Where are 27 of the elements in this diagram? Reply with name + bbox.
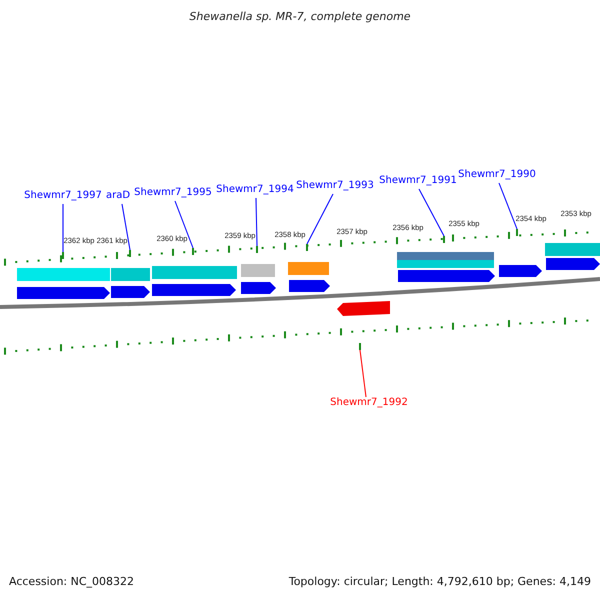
footer-text: Accession: NC_008322 xyxy=(9,575,134,588)
ruler-tick xyxy=(516,229,518,236)
leader-line xyxy=(256,198,258,246)
footer-text: Topology: circular; Length: 4,792,610 bp; Genes: 4,149 xyxy=(288,575,591,588)
leader-line xyxy=(174,200,194,248)
leader-line xyxy=(306,194,334,244)
leader-line xyxy=(360,350,366,398)
ruler-tick xyxy=(192,248,194,255)
gene-label: Shewmr7_1992 xyxy=(330,397,408,408)
ruler-tick xyxy=(306,244,308,251)
gene-label: Shewmr7_1994 xyxy=(216,184,294,195)
gene-label: araD xyxy=(106,190,130,201)
leader-line xyxy=(418,188,444,236)
gene-label: Shewmr7_1990 xyxy=(458,169,536,180)
gene-label: Shewmr7_1991 xyxy=(379,175,457,186)
title: Shewanella sp. MR-7, complete genome xyxy=(189,10,411,23)
gene-label: Shewmr7_1997 xyxy=(24,190,102,201)
ruler-tick xyxy=(129,250,131,257)
leader-line xyxy=(62,204,64,252)
gene-label: Shewmr7_1993 xyxy=(296,180,374,191)
ruler-tick xyxy=(62,252,64,259)
gene-label: Shewmr7_1995 xyxy=(134,187,212,198)
ruler-tick xyxy=(359,343,361,350)
ruler-tick xyxy=(443,236,445,243)
leader-line xyxy=(498,182,518,230)
leader-line xyxy=(122,204,130,250)
ruler-tick xyxy=(256,246,258,253)
